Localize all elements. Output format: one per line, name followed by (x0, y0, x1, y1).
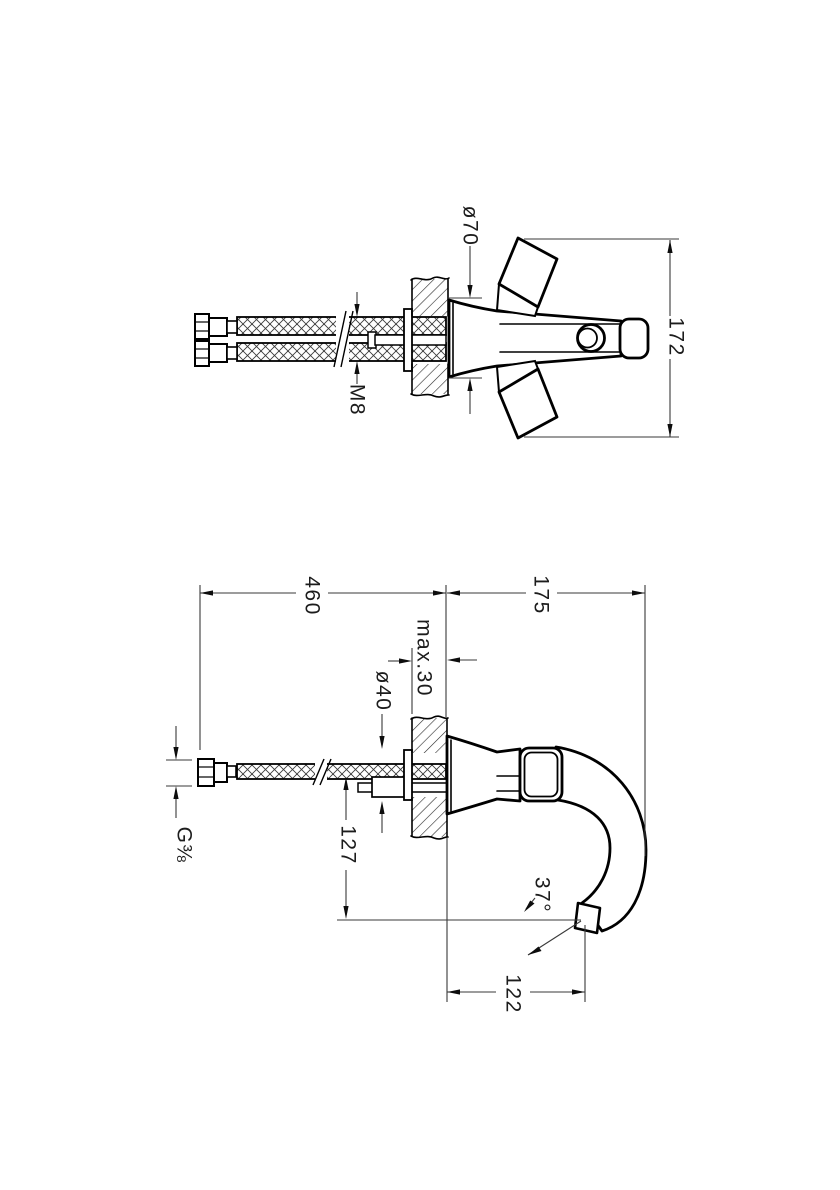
flange-washer-side (403, 749, 413, 801)
spout-end-cap-plan (618, 317, 650, 360)
dim-label-stud-thread: M8 (346, 384, 369, 416)
plan-view: ø70 M8 172 (194, 206, 688, 440)
supply-hose-side (236, 758, 447, 786)
hose-break-gap (336, 311, 349, 367)
dim-axis-to-outlet: 127 (337, 777, 360, 919)
dim-label-escutcheon-diameter: ø70 (459, 206, 482, 247)
handle-knob-bottom (497, 367, 559, 440)
dim-label-hose-length: 460 (301, 576, 324, 616)
handles-plan (495, 236, 559, 440)
faucet-body-side (445, 734, 522, 816)
aerator-inner-circle (577, 327, 598, 349)
dim-label-hose-thread: G⅜ (173, 827, 196, 864)
dim-deck-thickness: max.30 (388, 619, 477, 714)
dim-outlet-to-deck: 122 (446, 838, 586, 1014)
handle-knob-side (518, 746, 564, 803)
handle-knob-top (497, 236, 559, 309)
dim-hose-thread: G⅜ (166, 726, 196, 863)
dim-label-outlet-angle: 37° (531, 877, 554, 913)
side-view: 460 175 max.30 ø40 (166, 575, 648, 1014)
hose-nuts-plan (194, 313, 238, 367)
dim-escutcheon-diameter: ø70 (449, 206, 482, 414)
flange-washer-plan (403, 308, 413, 372)
dim-label-overall-span: 172 (665, 317, 688, 357)
supply-hoses-plan (236, 310, 447, 368)
dim-hole-diameter: ø40 (372, 671, 395, 833)
dim-hose-length: 460 (199, 576, 447, 750)
dim-outlet-angle: 37° (337, 877, 582, 956)
deck-section-side (410, 715, 449, 840)
hose-nut-side (197, 758, 237, 787)
dim-label-hole-diameter: ø40 (372, 671, 395, 712)
dim-spout-extent: 175 (447, 575, 646, 856)
dim-overall-span: 172 (524, 238, 688, 438)
dim-stud-thread: M8 (346, 292, 369, 416)
faucet-body-plan (447, 298, 650, 379)
dim-label-axis-to-outlet: 127 (337, 825, 360, 865)
dim-label-outlet-to-deck: 122 (502, 974, 525, 1014)
dim-label-deck-thickness: max.30 (413, 619, 436, 697)
aerator-end-cap (573, 901, 602, 935)
spout-side (554, 745, 648, 933)
dim-label-spout-extent: 175 (530, 575, 553, 615)
